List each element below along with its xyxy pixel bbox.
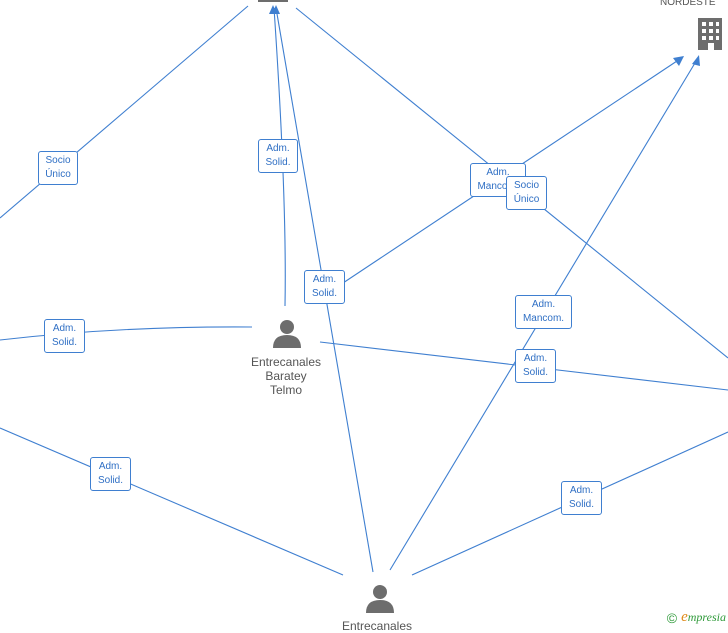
role-adm-solid-top[interactable]: Adm. Solid. <box>258 139 298 173</box>
arrowhead-top-2 <box>272 5 280 14</box>
role-line: Adm. <box>569 485 594 496</box>
brand-logo: empresia <box>681 609 726 625</box>
role-line: Adm. <box>523 353 548 364</box>
role-line: Solid. <box>97 475 123 486</box>
role-line: Adm. <box>486 167 510 178</box>
empresia-credit[interactable]: © empresia <box>667 609 726 626</box>
copyright-icon: © <box>666 609 678 626</box>
role-line: Adm. <box>98 461 123 472</box>
person-icon[interactable] <box>272 318 302 348</box>
role-adm-solid-lower-right[interactable]: Adm. Solid. <box>561 481 602 515</box>
role-socio-unico-right[interactable]: Socio Único <box>506 176 547 210</box>
person-name-line: Entrecanales <box>341 619 413 633</box>
role-adm-solid-left[interactable]: Adm. Solid. <box>44 319 85 353</box>
role-line: Solid. <box>568 499 594 510</box>
role-adm-solid-center[interactable]: Adm. Solid. <box>304 270 345 304</box>
arrowheads <box>269 5 700 66</box>
role-line: Mancom. <box>477 181 519 192</box>
role-line: Solid. <box>265 157 291 168</box>
role-line: Socio <box>45 155 71 166</box>
role-line: Adm. <box>52 323 77 334</box>
role-line: Mancom. <box>522 313 565 324</box>
edge-left-to-telmo <box>0 326 253 341</box>
person-label-bottom[interactable]: Entrecanales <box>326 619 428 633</box>
role-line: Único <box>45 169 71 180</box>
role-line: Solid. <box>522 367 548 378</box>
role-line: Único <box>513 194 540 205</box>
role-line: Socio <box>513 180 539 191</box>
role-adm-solid-mid[interactable]: Adm. Solid. <box>515 349 556 383</box>
role-line: Adm. <box>266 143 290 154</box>
company-label-nordeste[interactable]: NORDESTE <box>660 0 728 10</box>
role-socio-unico-left[interactable]: Socio Único <box>38 151 78 185</box>
edge-telmo-to-top-company <box>273 7 286 307</box>
role-line: Adm. <box>312 274 337 285</box>
person-name-line: Baratey <box>265 369 307 383</box>
edge-left-to-top-company <box>0 5 249 219</box>
role-adm-solid-lower-left[interactable]: Adm. Solid. <box>90 457 131 491</box>
role-line: Solid. <box>51 337 77 348</box>
role-line: Adm. <box>531 299 556 310</box>
arrowhead-nordeste-2 <box>692 55 700 66</box>
company-name: NORDESTE <box>660 0 716 8</box>
building-icon[interactable] <box>698 18 722 50</box>
role-adm-mancom-mid[interactable]: Adm. Mancom. <box>515 295 572 329</box>
person-name-line: Entrecanales <box>250 355 322 369</box>
building-icon[interactable] <box>258 0 288 2</box>
role-line: Solid. <box>311 288 337 299</box>
person-icon[interactable] <box>365 583 395 613</box>
person-name-line: Telmo <box>269 383 302 397</box>
edge-left-to-bottom <box>0 427 344 576</box>
person-label-telmo[interactable]: Entrecanales Baratey Telmo <box>236 355 336 397</box>
arrowhead-nordeste-1 <box>673 56 684 66</box>
